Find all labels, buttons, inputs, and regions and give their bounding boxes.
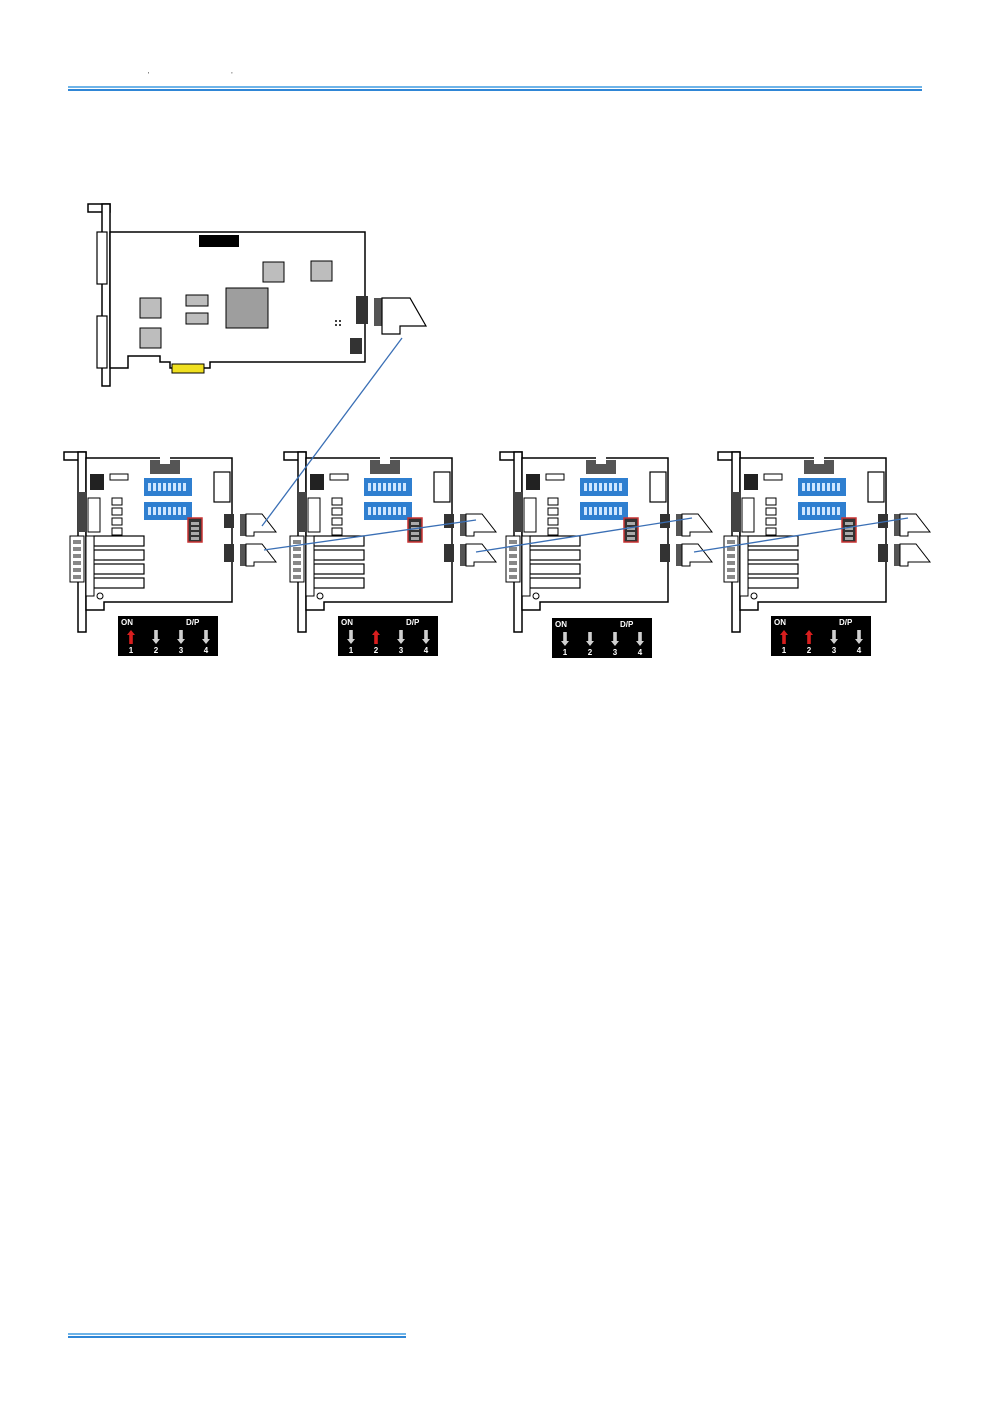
expansion-card-4 <box>718 452 930 632</box>
dip-switch-number: 2 <box>154 646 159 655</box>
dip-label-dp: D/P <box>620 620 634 629</box>
expansion-card-2 <box>284 452 496 632</box>
dip-label-dp: D/P <box>839 618 853 627</box>
dip-switch-number: 1 <box>782 646 787 655</box>
dip-switch-number: 4 <box>424 646 429 655</box>
dip-switch-number: 2 <box>807 646 812 655</box>
dip-switch-number: 1 <box>563 648 568 657</box>
dip-switch-number: 3 <box>613 648 618 657</box>
dip-switch-panels: ON D/P 1 2 3 4 ON D/P 1 2 3 4 ON D/P 1 2 3 4 ON D/P 1 2 3 4 <box>118 616 871 658</box>
dip-panel-3: ON D/P 1 2 3 4 <box>552 618 652 658</box>
dip-panel-2: ON D/P 1 2 3 4 <box>338 616 438 656</box>
dip-label-on: ON <box>121 618 133 627</box>
dip-switch-number: 4 <box>857 646 862 655</box>
expansion-card-1 <box>64 452 276 632</box>
dip-panel-1: ON D/P 1 2 3 4 <box>118 616 218 656</box>
dip-switch-number: 4 <box>638 648 643 657</box>
dip-label-on: ON <box>774 618 786 627</box>
dip-switch-number: 2 <box>588 648 593 657</box>
dip-label-on: ON <box>341 618 353 627</box>
dip-switch-number: 4 <box>204 646 209 655</box>
dip-switch-number: 1 <box>129 646 134 655</box>
dip-switch-number: 3 <box>399 646 404 655</box>
dip-switch-number: 2 <box>374 646 379 655</box>
dip-label-dp: D/P <box>186 618 200 627</box>
bottom-rule <box>68 1333 406 1338</box>
main-capture-card <box>88 204 426 386</box>
dip-label-dp: D/P <box>406 618 420 627</box>
dip-panel-4: ON D/P 1 2 3 4 <box>771 616 871 656</box>
dip-switch-number: 1 <box>349 646 354 655</box>
expansion-card-3 <box>500 452 712 632</box>
dip-switch-number: 3 <box>179 646 184 655</box>
dip-switch-number: 3 <box>832 646 837 655</box>
dip-label-on: ON <box>555 620 567 629</box>
